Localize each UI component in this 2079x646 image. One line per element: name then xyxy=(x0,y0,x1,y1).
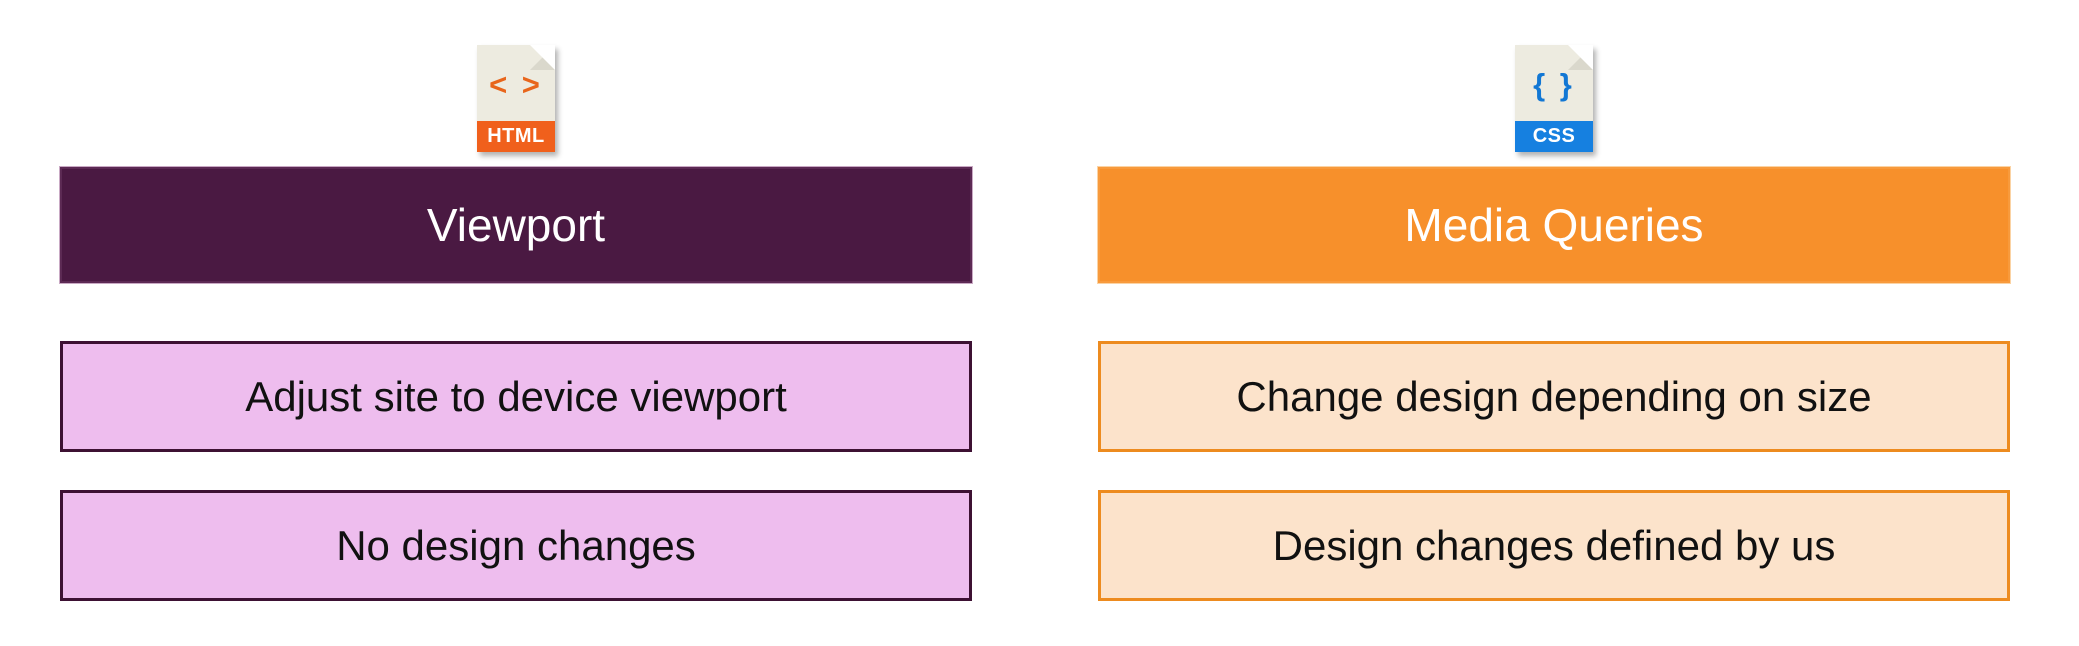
html-file-icon: < > HTML xyxy=(477,45,555,152)
html-icon-band-label: HTML xyxy=(477,121,555,152)
file-fold-cut xyxy=(1568,45,1593,70)
css-file-icon: { } CSS xyxy=(1515,45,1593,152)
media-queries-banner: Media Queries xyxy=(1098,167,2010,283)
media-queries-banner-title: Media Queries xyxy=(1404,199,1704,251)
viewport-banner: Viewport xyxy=(60,167,972,283)
file-fold-cut xyxy=(530,45,555,70)
viewport-detail-1: Adjust site to device viewport xyxy=(60,341,972,452)
viewport-banner-title: Viewport xyxy=(426,199,606,251)
column-media-queries: { } CSS Media Queries Change design depe… xyxy=(1098,0,2010,646)
media-queries-detail-2-text: Design changes defined by us xyxy=(1272,521,1836,569)
css-icon-band-label: CSS xyxy=(1515,121,1593,152)
html-angle-brackets-glyph: < > xyxy=(489,67,543,102)
media-queries-detail-2: Design changes defined by us xyxy=(1098,490,2010,601)
viewport-detail-1-text: Adjust site to device viewport xyxy=(245,372,787,420)
media-queries-detail-1: Change design depending on size xyxy=(1098,341,2010,452)
viewport-detail-2: No design changes xyxy=(60,490,972,601)
column-viewport: < > HTML Viewport Adjust site to device … xyxy=(60,0,972,646)
viewport-detail-2-text: No design changes xyxy=(336,521,696,569)
media-queries-detail-1-text: Change design depending on size xyxy=(1236,372,1872,420)
css-curly-braces-glyph: { } xyxy=(1533,67,1575,102)
